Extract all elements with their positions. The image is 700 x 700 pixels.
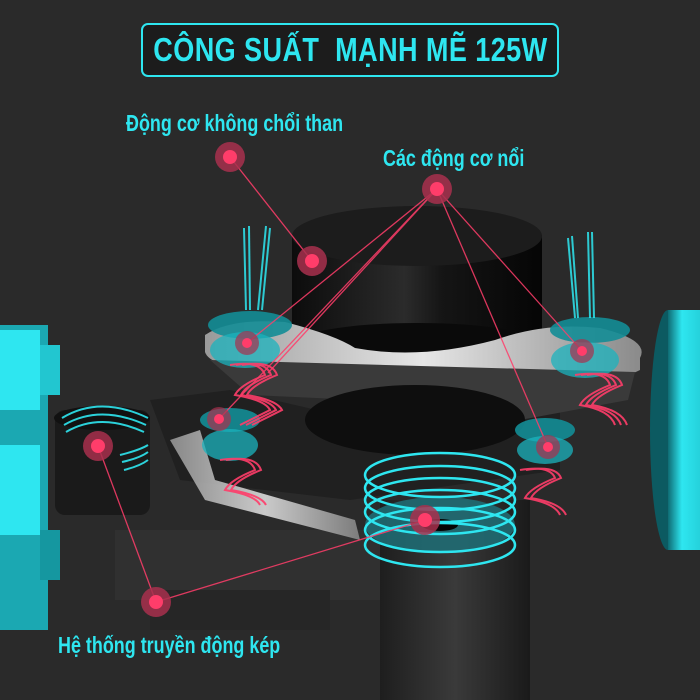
callout-markers [83,142,594,617]
right-cyan-head [650,310,700,550]
drive-head [363,451,517,569]
left-cyan-housing [0,325,60,630]
callout-floating-motors: Các động cơ nổi [383,145,525,171]
brushless-motor-body [292,206,542,367]
rotation-rings-head [363,451,517,569]
rotation-rings-left [61,405,149,471]
rotor [305,385,525,455]
spring-waves [219,362,628,516]
angled-bracket [170,430,360,540]
banner-title: CÔNG SUẤT MẠNH MẼ 125W [152,31,548,68]
callout-dual-drive-system: Hệ thống truyền động kép [58,632,281,658]
callout-brushless-motor: Động cơ không chổi than [126,110,344,136]
secondary-motor [54,406,150,515]
vibration-lines [243,225,595,319]
power-banner: CÔNG SUẤT MẠNH MẼ 125W [141,23,559,77]
callout-lines [97,156,583,603]
